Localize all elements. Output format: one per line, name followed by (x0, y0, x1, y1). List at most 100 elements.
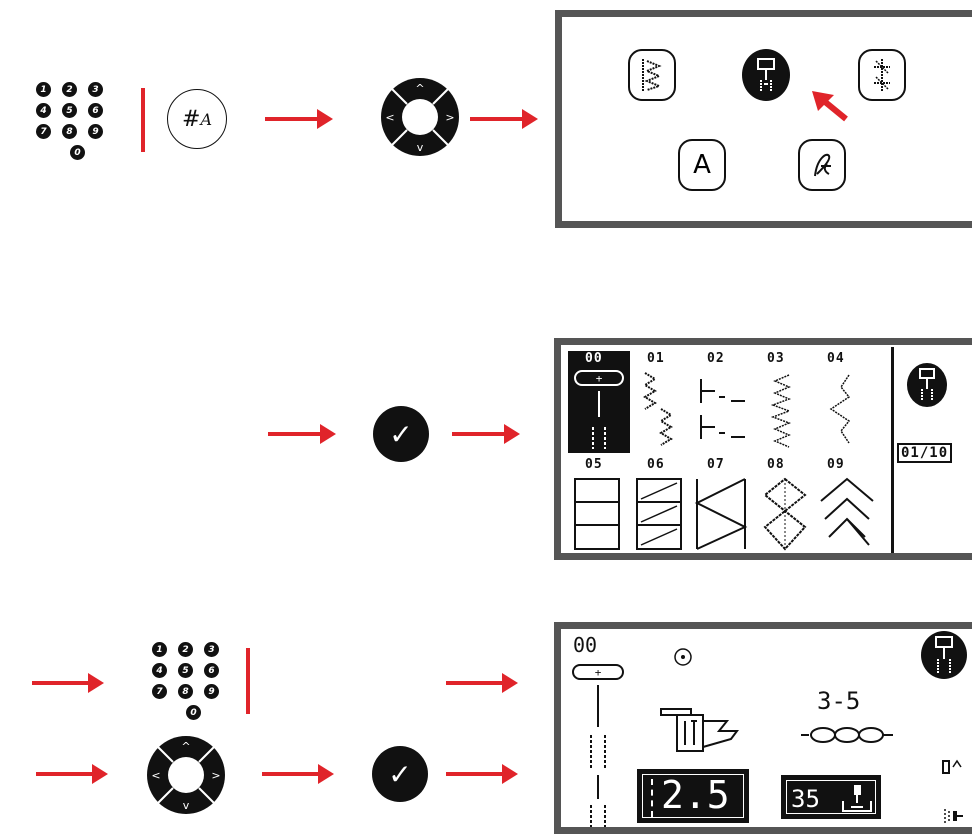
flow-arrow (265, 109, 333, 129)
numpad: 1 2 3 4 5 6 7 8 9 0 (36, 82, 108, 162)
buttonhole-05-icon (574, 478, 620, 550)
separator-bar (246, 648, 250, 714)
stitch-04-label: 04 (827, 351, 845, 366)
stitch-08-label: 08 (767, 457, 785, 472)
numpad-key-9[interactable]: 9 (88, 124, 103, 139)
buttonhole-00-icon: + (574, 370, 624, 449)
category-utility-stitches[interactable] (628, 49, 676, 101)
utility-stitch-icon (642, 59, 662, 91)
buttonhole-03-icon (770, 374, 792, 448)
dpad-right-icon: > (445, 111, 454, 124)
checkmark-icon: ✓ (389, 417, 413, 451)
hash-sub: A (200, 109, 212, 129)
stitch-07-label: 07 (707, 457, 725, 472)
separator-bar (141, 88, 145, 152)
dpad-left-icon: < (385, 111, 394, 124)
buttonhole-icon (919, 368, 935, 401)
buttonhole-list-screen: 00 + 01 02 03 04 01/10 (554, 338, 972, 560)
tension-label: 3-5 (817, 687, 861, 715)
numpad-key-3[interactable]: 3 (204, 642, 219, 657)
buttonhole-04-icon (829, 374, 851, 444)
screen-divider (891, 347, 894, 553)
numpad-key-2[interactable]: 2 (178, 642, 193, 657)
numpad-key-4[interactable]: 4 (36, 103, 51, 118)
page-indicator: 01/10 (897, 443, 953, 463)
presser-foot-icon (660, 708, 739, 752)
thread-tension-value: 35 (791, 785, 820, 813)
dpad-up-icon: ^ (181, 740, 190, 753)
stitch-pattern-icon (801, 727, 893, 743)
needle-up-icon (942, 759, 962, 774)
category-personal-memory[interactable] (798, 139, 846, 191)
flow-arrow (262, 764, 334, 784)
hash-symbol: # (182, 106, 201, 132)
direction-pad[interactable]: ^ v < > (380, 77, 460, 157)
buttonhole-06-icon (636, 478, 682, 550)
flow-arrow (446, 764, 518, 784)
numpad-key-5[interactable]: 5 (62, 103, 77, 118)
stitch-03-label: 03 (767, 351, 785, 366)
red-pointer-arrow-icon (812, 91, 848, 122)
svg-text:+: + (595, 666, 602, 679)
buttonhole-08-icon (763, 477, 807, 551)
numpad-key-3[interactable]: 3 (88, 82, 103, 97)
thread-tension-field[interactable]: 35 (781, 775, 881, 819)
foot-pressure-icon (842, 785, 872, 812)
alphabet-letter: A (693, 150, 711, 180)
flow-arrow (446, 673, 518, 693)
svg-text:+: + (596, 372, 603, 385)
numpad-key-1[interactable]: 1 (36, 82, 51, 97)
numpad-key-8[interactable]: 8 (178, 684, 193, 699)
dpad-icon: ^ v < > (147, 736, 225, 814)
numpad-key-5[interactable]: 5 (178, 663, 193, 678)
category-decorative-stitches[interactable] (858, 49, 906, 101)
numpad-key-1[interactable]: 1 (152, 642, 167, 657)
stitch-length-value: 2.5 (661, 773, 730, 817)
buttonhole-icon (757, 58, 775, 91)
dpad-left-icon: < (151, 769, 160, 782)
numpad-key-6[interactable]: 6 (88, 103, 103, 118)
stitch-06-label: 06 (647, 457, 665, 472)
numpad-key-6[interactable]: 6 (204, 663, 219, 678)
ok-button[interactable]: ✓ (373, 406, 429, 462)
dpad-right-icon: > (211, 769, 220, 782)
numpad-key-0[interactable]: 0 (186, 705, 201, 720)
numpad-key-7[interactable]: 7 (152, 684, 167, 699)
buttonhole-preview-icon: + (572, 664, 624, 827)
dpad-icon: ^ v < > (381, 78, 459, 156)
stitch-01-label: 01 (647, 351, 665, 366)
buttonhole-01-icon (643, 372, 673, 446)
numpad-key-8[interactable]: 8 (62, 124, 77, 139)
numpad-key-0[interactable]: 0 (70, 145, 85, 160)
script-letter-icon (814, 153, 831, 177)
flow-arrow (268, 424, 336, 444)
buttonhole-02-icon (700, 379, 745, 439)
numpad-key-2[interactable]: 2 (62, 82, 77, 97)
checkmark-icon: ✓ (388, 757, 412, 791)
category-screen: A (555, 10, 972, 228)
decorative-stitch-icon (874, 59, 890, 91)
numpad: 1 2 3 4 5 6 7 8 9 0 (152, 642, 224, 722)
category-buttonhole-indicator (921, 631, 967, 679)
stitch-settings-screen: 00 + 3-5 2.5 35 (554, 622, 972, 834)
stitch-05-label: 05 (585, 457, 603, 472)
flow-arrow (32, 673, 104, 693)
numpad-key-7[interactable]: 7 (36, 124, 51, 139)
dpad-down-icon: v (417, 141, 424, 154)
category-alphabet[interactable]: A (678, 139, 726, 191)
dpad-down-icon: v (183, 799, 190, 812)
category-buttonhole-indicator (907, 363, 947, 407)
stitch-02-label: 02 (707, 351, 725, 366)
category-buttonhole-selected[interactable] (742, 49, 790, 101)
dpad-up-icon: ^ (415, 82, 424, 95)
ok-button[interactable]: ✓ (372, 746, 428, 802)
numpad-key-9[interactable]: 9 (204, 684, 219, 699)
stitch-number: 00 (573, 633, 598, 657)
stitch-length-field[interactable]: 2.5 (637, 769, 749, 823)
buttonhole-09-icon (820, 477, 874, 546)
category-select-button[interactable]: #A (167, 89, 227, 149)
direction-pad[interactable]: ^ v < > (146, 735, 226, 815)
flow-arrow (452, 424, 520, 444)
numpad-key-4[interactable]: 4 (152, 663, 167, 678)
stitch-00-label: 00 (585, 351, 603, 366)
